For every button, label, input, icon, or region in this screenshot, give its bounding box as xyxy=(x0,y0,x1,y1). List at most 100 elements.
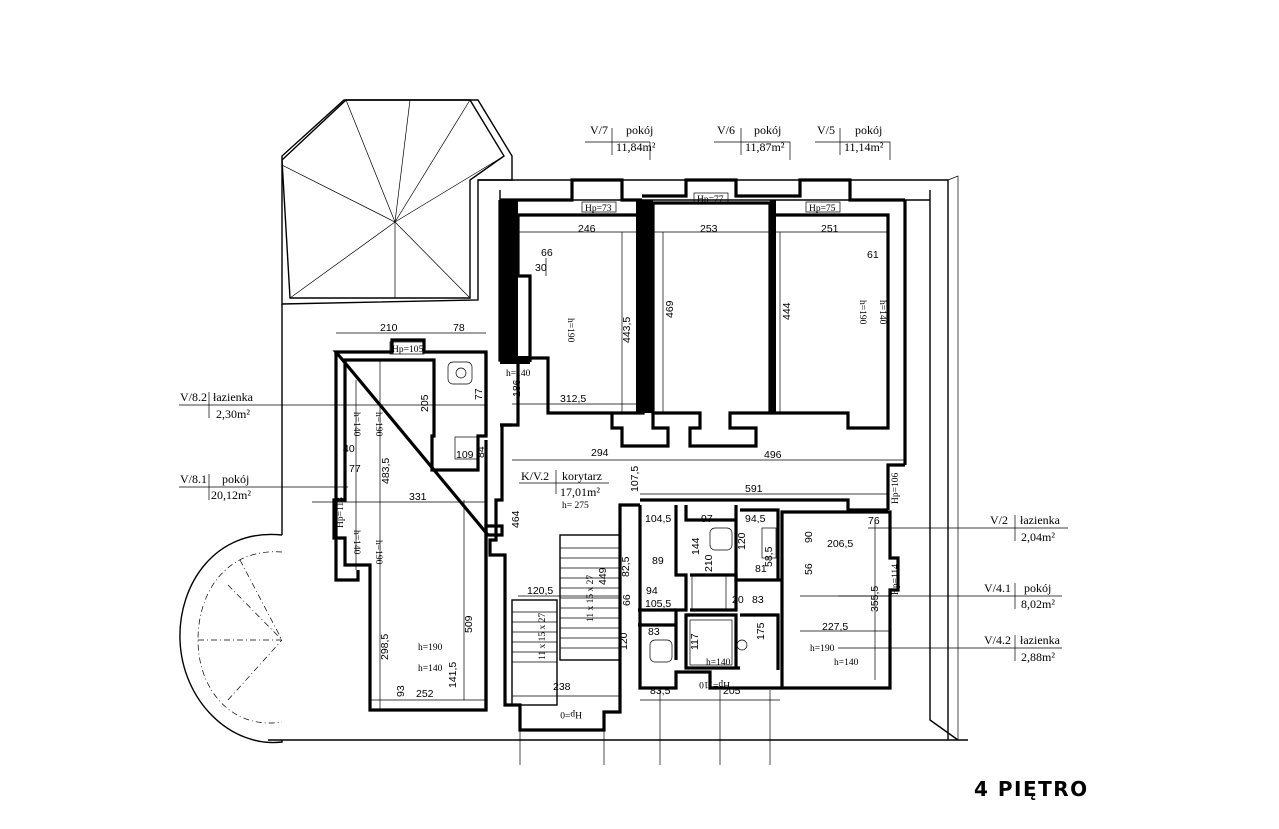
svg-text:469: 469 xyxy=(664,300,676,318)
svg-text:105,5: 105,5 xyxy=(645,598,671,610)
svg-text:61: 61 xyxy=(867,249,879,261)
stair-spec-2: 11 x 15 x 27 xyxy=(586,575,596,622)
svg-text:83: 83 xyxy=(752,594,764,606)
svg-text:144: 144 xyxy=(690,537,702,555)
svg-text:58,5: 58,5 xyxy=(763,546,775,567)
room-name-v2: łazienka xyxy=(1020,513,1061,527)
svg-text:449: 449 xyxy=(597,567,609,585)
svg-text:141,5: 141,5 xyxy=(447,662,459,688)
room-id-v7: V/7 xyxy=(590,123,608,137)
window-tag: Hp=106 xyxy=(891,473,901,504)
svg-text:20: 20 xyxy=(732,594,744,606)
svg-text:294: 294 xyxy=(591,447,609,459)
svg-text:82,5: 82,5 xyxy=(620,556,632,577)
svg-text:93: 93 xyxy=(395,685,407,697)
svg-text:120: 120 xyxy=(618,632,630,650)
room-area-v82: 2,30m² xyxy=(216,407,250,421)
svg-text:78: 78 xyxy=(453,322,465,334)
roof-pyramid xyxy=(281,99,505,299)
room-area-v7: 11,84m² xyxy=(616,140,656,154)
svg-text:186: 186 xyxy=(511,379,523,397)
svg-text:210: 210 xyxy=(380,322,398,334)
svg-text:175: 175 xyxy=(755,622,767,640)
svg-text:40: 40 xyxy=(343,443,355,455)
room-area-v5: 11,14m² xyxy=(844,140,884,154)
room-id-v6: V/6 xyxy=(717,123,735,137)
svg-text:210: 210 xyxy=(703,554,715,572)
svg-text:117: 117 xyxy=(689,633,701,650)
svg-text:251: 251 xyxy=(821,223,839,235)
svg-text:81: 81 xyxy=(755,563,767,575)
floor-title: 4 PIĘTRO xyxy=(974,777,1089,801)
svg-text:496: 496 xyxy=(764,449,782,461)
svg-text:94: 94 xyxy=(646,585,658,597)
room-name-v41: pokój xyxy=(1024,581,1051,595)
svg-text:591: 591 xyxy=(745,483,763,495)
svg-text:238: 238 xyxy=(553,681,571,693)
room-name-v7: pokój xyxy=(626,123,653,137)
room-id-v42: V/4.2 xyxy=(984,633,1011,647)
room-id-v41: V/4.1 xyxy=(984,581,1011,595)
svg-text:109: 109 xyxy=(456,449,474,461)
sink-v2 xyxy=(761,527,777,559)
room-id-v5: V/5 xyxy=(817,123,835,137)
svg-text:83: 83 xyxy=(648,626,660,638)
svg-text:77: 77 xyxy=(349,463,361,475)
height-mark: h=190 xyxy=(373,540,383,565)
staircase: 11 x 15 x 27 11 x 15 x 27 xyxy=(511,534,621,706)
room-area-v6: 11,87m² xyxy=(745,140,785,154)
svg-text:464: 464 xyxy=(510,510,522,528)
svg-text:84: 84 xyxy=(475,446,487,458)
window-tag: Hp=113 xyxy=(336,497,346,528)
room-height-kv2: h= 275 xyxy=(562,501,589,511)
stair-spec-1: 11 x 15 x 27 xyxy=(538,613,548,660)
svg-text:90: 90 xyxy=(803,531,815,543)
svg-text:120: 120 xyxy=(736,532,748,550)
room-labels: V/7 pokój 11,84m² V/6 pokój 11,87m² V/5 … xyxy=(180,123,1061,664)
svg-text:246: 246 xyxy=(578,223,596,235)
height-marks: h=140 h=190 h=140 h=190 h=140 h=190 h=14… xyxy=(351,300,887,674)
svg-text:104,5: 104,5 xyxy=(645,513,671,525)
svg-text:66: 66 xyxy=(541,247,553,259)
svg-text:56: 56 xyxy=(803,563,815,575)
svg-text:120,5: 120,5 xyxy=(527,585,553,597)
room-id-v82: V/8.2 xyxy=(180,390,207,404)
window-tag: Hp=105 xyxy=(392,345,423,355)
height-mark: h=190 xyxy=(373,412,383,437)
room-name-v82: łazienka xyxy=(213,390,254,404)
svg-text:509: 509 xyxy=(463,615,475,633)
window-tag: Hp=73 xyxy=(585,204,612,214)
height-mark: h=140 xyxy=(506,369,531,379)
svg-text:253: 253 xyxy=(700,223,718,235)
room-id-v2: V/2 xyxy=(990,513,1008,527)
svg-text:76: 76 xyxy=(868,515,880,527)
svg-text:83,5: 83,5 xyxy=(650,685,671,697)
svg-text:443,5: 443,5 xyxy=(621,317,633,343)
svg-text:205: 205 xyxy=(419,394,431,412)
room-area-v42: 2,88m² xyxy=(1021,650,1055,664)
svg-text:107,5: 107,5 xyxy=(629,466,641,492)
svg-text:355,5: 355,5 xyxy=(869,586,881,612)
svg-text:66: 66 xyxy=(621,594,633,606)
sink-v42 xyxy=(736,639,748,651)
label-leaders xyxy=(179,128,1068,661)
room-name-v6: pokój xyxy=(754,123,781,137)
svg-text:89: 89 xyxy=(652,555,664,567)
room-area-v81: 20,12m² xyxy=(211,488,251,502)
room-name-v42: łazienka xyxy=(1020,633,1061,647)
bath-v42 xyxy=(689,619,733,666)
window-tag: Hp=0 xyxy=(560,709,582,719)
shower-v2 xyxy=(691,574,727,610)
room-area-v2: 2,04m² xyxy=(1021,530,1055,544)
svg-text:252: 252 xyxy=(416,688,434,700)
svg-text:227,5: 227,5 xyxy=(822,621,848,633)
height-mark: h=140 xyxy=(834,658,859,668)
height-mark: h=140 xyxy=(351,412,361,437)
room-name-v5: pokój xyxy=(855,123,882,137)
window-tag: Hp=114 xyxy=(891,564,901,595)
window-tag: Hp=77 xyxy=(697,195,724,205)
svg-text:77: 77 xyxy=(473,388,485,400)
svg-text:30: 30 xyxy=(535,262,547,274)
height-mark: h=140 xyxy=(706,658,731,668)
